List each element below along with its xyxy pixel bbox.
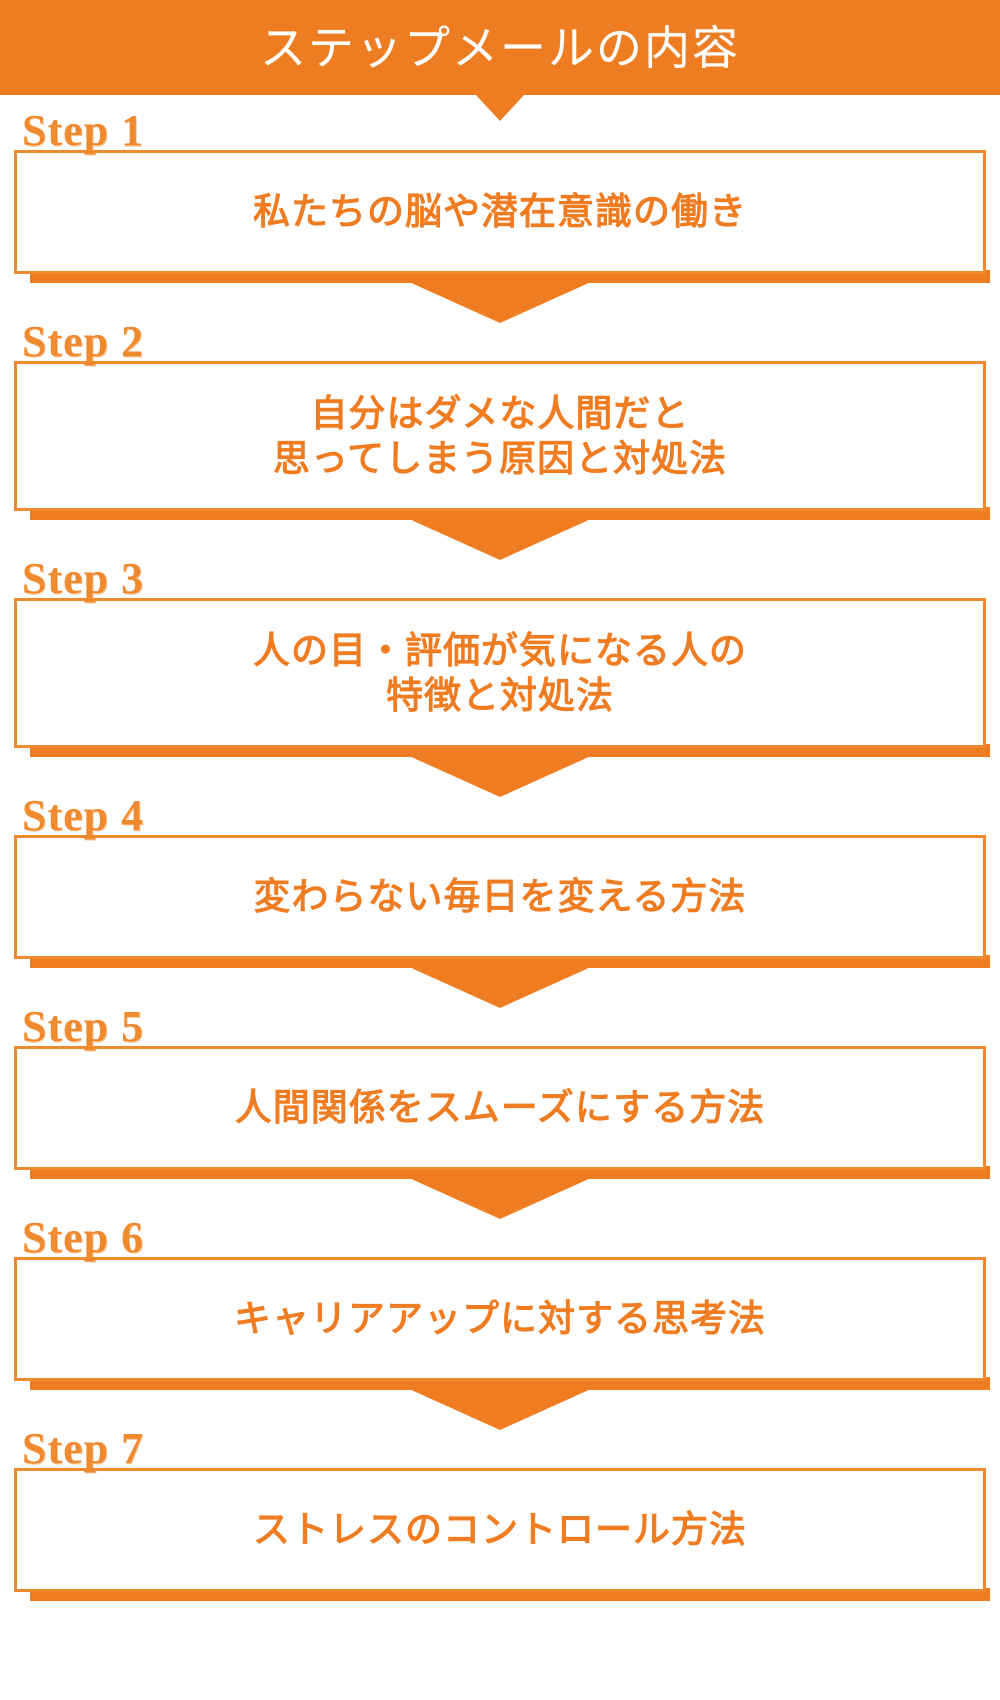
step-text-line: 特徴と対処法 (386, 674, 614, 717)
step-box-wrapper: 変わらない毎日を変える方法 (14, 835, 990, 968)
arrow-down-icon (398, 751, 602, 797)
step-box: 私たちの脳や潜在意識の働き (14, 150, 986, 274)
step-text: 人の目・評価が気になる人の 特徴と対処法 (243, 628, 757, 718)
step-item: Step 2 自分はダメな人間だと 思ってしまう原因と対処法 (0, 317, 1000, 520)
flow-arrow (0, 511, 1000, 560)
step-box-wrapper: 人の目・評価が気になる人の 特徴と対処法 (14, 598, 990, 757)
step-label: Step 6 (22, 1213, 145, 1262)
flow-arrow (0, 1170, 1000, 1219)
step-label: Step 2 (22, 317, 145, 366)
step-text: ストレスのコントロール方法 (243, 1507, 757, 1552)
step-label: Step 1 (22, 106, 145, 155)
flow-arrow (0, 748, 1000, 797)
step-text-line: 私たちの脳や潜在意識の働き (253, 190, 747, 234)
flow-arrow (0, 274, 1000, 323)
step-text: 私たちの脳や潜在意識の働き (243, 189, 757, 234)
page-title: ステップメールの内容 (260, 20, 740, 75)
step-label: Step 3 (22, 554, 145, 603)
step-box-wrapper: 私たちの脳や潜在意識の働き (14, 150, 990, 283)
step-text-line: 変わらない毎日を変える方法 (253, 875, 747, 919)
step-box: 自分はダメな人間だと 思ってしまう原因と対処法 (14, 361, 986, 511)
step-text: キャリアアップに対する思考法 (224, 1296, 776, 1341)
step-text: 変わらない毎日を変える方法 (244, 874, 757, 919)
step-box: 人間関係をスムーズにする方法 (14, 1046, 986, 1170)
step-box: 人の目・評価が気になる人の 特徴と対処法 (14, 598, 986, 748)
step-box-wrapper: 自分はダメな人間だと 思ってしまう原因と対処法 (14, 361, 990, 520)
step-text: 人間関係をスムーズにする方法 (225, 1085, 776, 1130)
step-label: Step 4 (22, 791, 145, 840)
arrow-down-icon (398, 1173, 602, 1219)
step-box-wrapper: 人間関係をスムーズにする方法 (14, 1046, 990, 1179)
flow-arrow (0, 1381, 1000, 1430)
step-box: キャリアアップに対する思考法 (14, 1257, 986, 1381)
step-label: Step 5 (22, 1002, 145, 1051)
step-text-line: 思ってしまう原因と対処法 (272, 437, 728, 480)
steps-list: Step 1 私たちの脳や潜在意識の働き Step 2 自分はダメな人間だと (0, 95, 1000, 1650)
step-item: Step 7 ストレスのコントロール方法 (0, 1424, 1000, 1601)
header-banner: ステップメールの内容 (0, 0, 1000, 95)
arrow-down-icon (398, 1384, 602, 1430)
flow-arrow (0, 959, 1000, 1008)
arrow-down-icon (398, 277, 602, 323)
arrow-down-icon (398, 962, 602, 1008)
arrow-down-icon (398, 514, 602, 560)
step-item: Step 4 変わらない毎日を変える方法 (0, 791, 1000, 968)
step-text-line: 自分はダメな人間だと (310, 391, 690, 435)
step-text: 自分はダメな人間だと 思ってしまう原因と対処法 (263, 391, 737, 481)
step-box: ストレスのコントロール方法 (14, 1468, 986, 1592)
step-box-wrapper: ストレスのコントロール方法 (14, 1468, 990, 1601)
header-notch-triangle-icon (476, 95, 524, 121)
step-item: Step 5 人間関係をスムーズにする方法 (0, 1002, 1000, 1179)
step-item: Step 1 私たちの脳や潜在意識の働き (0, 106, 1000, 283)
step-text-line: キャリアアップに対する思考法 (234, 1297, 766, 1341)
step-box-wrapper: キャリアアップに対する思考法 (14, 1257, 990, 1390)
step-box: 変わらない毎日を変える方法 (14, 835, 986, 959)
step-text-line: 人の目・評価が気になる人の (253, 628, 747, 672)
step-text-line: ストレスのコントロール方法 (253, 1508, 747, 1552)
step-item: Step 3 人の目・評価が気になる人の 特徴と対処法 (0, 554, 1000, 757)
step-text-line: 人間関係をスムーズにする方法 (234, 1086, 766, 1130)
step-label: Step 7 (22, 1424, 145, 1473)
step-item: Step 6 キャリアアップに対する思考法 (0, 1213, 1000, 1390)
